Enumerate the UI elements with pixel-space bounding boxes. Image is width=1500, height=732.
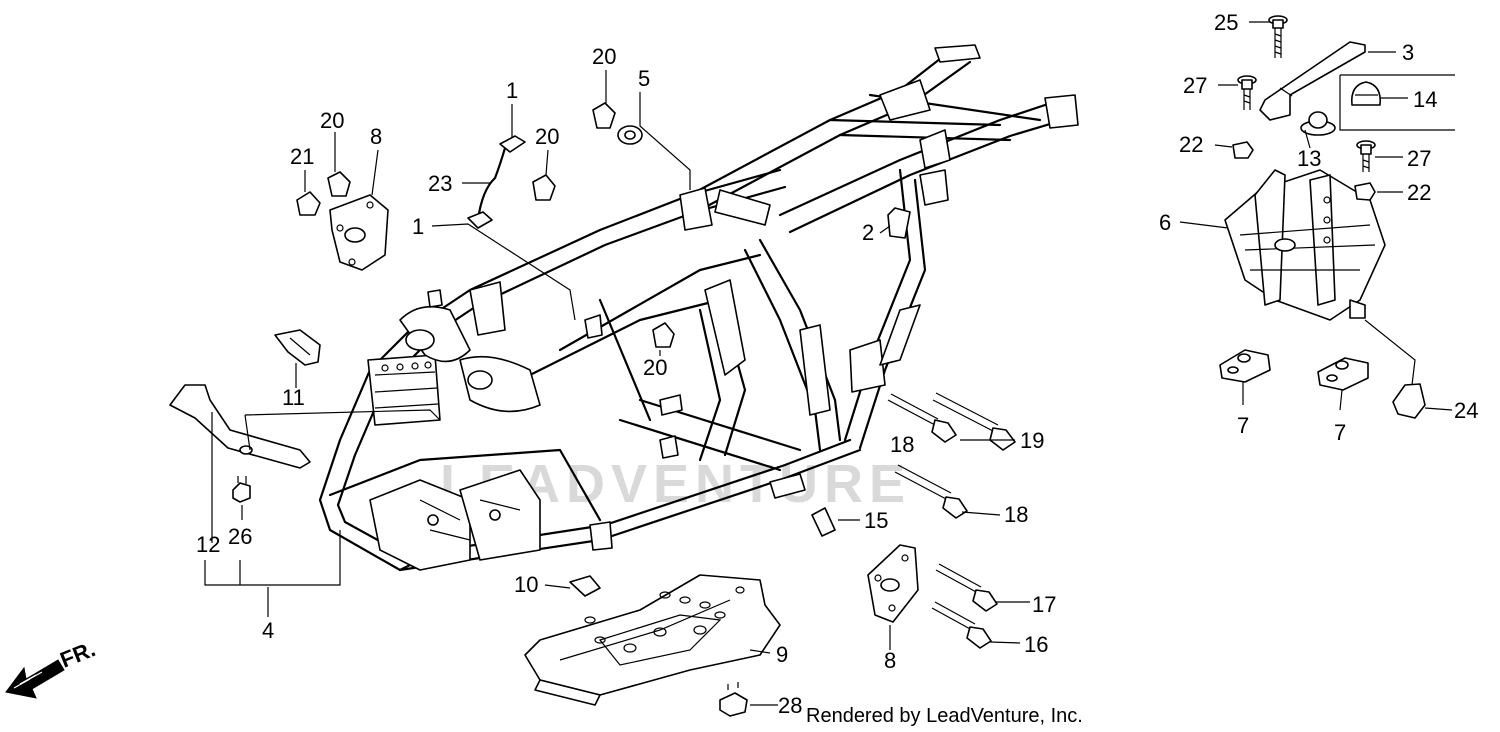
part-17-bolt	[935, 563, 998, 612]
part-5-spacer	[617, 125, 643, 145]
main-frame	[318, 44, 1079, 572]
front-direction-arrow	[5, 659, 65, 699]
part-3-bracket	[1259, 41, 1366, 121]
credit-text: Rendered by LeadVenture, Inc.	[806, 705, 1083, 727]
part-21-nut	[296, 191, 321, 216]
callout-1: 1	[506, 78, 518, 103]
callout-3: 3	[1402, 40, 1414, 65]
part-20-collar-a	[327, 171, 351, 197]
part-27-bolt-a	[1237, 75, 1257, 110]
part-24-clip	[1392, 383, 1426, 419]
part-8-plate-a	[329, 194, 389, 271]
callout-17: 17	[1032, 592, 1056, 617]
callout-14: 14	[1413, 87, 1437, 112]
part-18-bolt-b	[894, 464, 968, 519]
callout-8: 8	[370, 124, 382, 149]
part-8-plate-b	[867, 544, 919, 623]
callout-7: 7	[1237, 413, 1249, 438]
callout-24: 24	[1454, 398, 1478, 423]
callout-23: 23	[428, 171, 452, 196]
callout-20: 20	[643, 355, 667, 380]
callout-8: 8	[884, 648, 896, 673]
callout-6: 6	[1159, 210, 1171, 235]
callout-15: 15	[864, 508, 888, 533]
callout-28: 28	[778, 693, 802, 718]
callout-12: 12	[196, 532, 220, 557]
callout-7: 7	[1334, 420, 1346, 445]
part-18-bolt-a	[887, 393, 957, 443]
callout-20: 20	[592, 44, 616, 69]
part-7-damper-a	[1219, 349, 1271, 383]
part-19-bolt	[932, 392, 1016, 451]
part-1-clip-b	[467, 211, 493, 229]
part-28-bolt	[719, 692, 748, 717]
part-20-collar-d	[652, 322, 675, 348]
part-22-nut-a	[1232, 141, 1254, 159]
callout-9: 9	[776, 642, 788, 667]
part-15-label	[811, 507, 836, 537]
skid-plate	[524, 574, 781, 706]
callout-19: 19	[1020, 428, 1044, 453]
part-26-bolt	[232, 476, 251, 503]
part-7-damper-b	[1317, 357, 1369, 391]
callout-18: 18	[1004, 502, 1028, 527]
direction-label: FR.	[57, 636, 99, 672]
part-12-bracket	[169, 384, 311, 469]
part-23-hose	[476, 146, 507, 222]
callout-26: 26	[228, 524, 252, 549]
leader-lines	[204, 21, 1453, 706]
callout-10: 10	[514, 572, 538, 597]
callouts: 25 3 27 14 22 13 27 22 6 7 7 24 20 5 1 2…	[196, 10, 1478, 718]
callout-18: 18	[890, 432, 914, 457]
part-2-collar	[887, 207, 911, 239]
callout-22: 22	[1407, 180, 1431, 205]
part-10-clip	[569, 575, 601, 597]
callout-20: 20	[535, 124, 559, 149]
part-11-bracket	[274, 329, 321, 366]
part-20-collar-b	[592, 102, 616, 129]
callout-2: 2	[862, 220, 874, 245]
callout-16: 16	[1024, 632, 1048, 657]
bracket-box	[1224, 169, 1386, 321]
part-22-nut-b	[1354, 182, 1376, 201]
callout-22: 22	[1179, 132, 1203, 157]
part-14-cap	[1350, 81, 1382, 106]
callout-1: 1	[412, 214, 424, 239]
part-25-bolt	[1268, 15, 1288, 58]
callout-20: 20	[320, 108, 344, 133]
part-20-collar-c	[532, 174, 556, 201]
callout-4: 4	[262, 618, 274, 643]
callout-27: 27	[1407, 146, 1431, 171]
callout-25: 25	[1214, 10, 1238, 35]
part-1-clip-a	[499, 135, 526, 153]
callout-11: 11	[282, 385, 305, 410]
callout-27: 27	[1183, 73, 1207, 98]
callout-5: 5	[638, 66, 650, 91]
part-27-bolt-b	[1356, 140, 1376, 172]
part-16-bolt	[931, 601, 992, 649]
callout-13: 13	[1297, 146, 1321, 171]
callout-21: 21	[290, 144, 314, 169]
